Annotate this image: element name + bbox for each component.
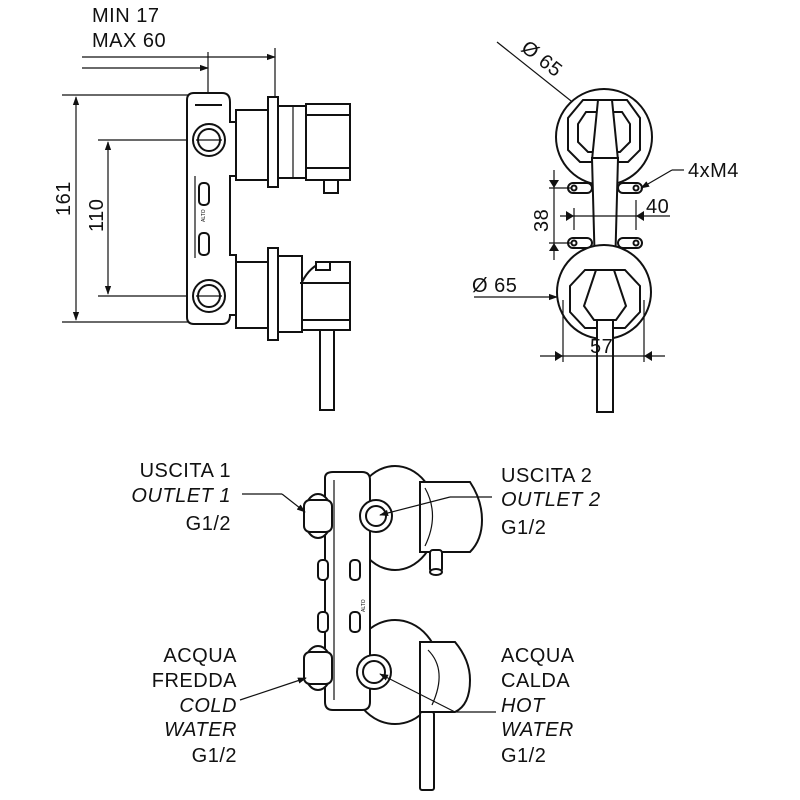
- dim-min-max-lines: [82, 48, 276, 100]
- top-plate-front: [555, 88, 653, 186]
- dim-161-text: 161: [53, 181, 75, 216]
- dim-40: 40: [560, 196, 670, 230]
- outlet1-thread: G1/2: [186, 513, 231, 535]
- perspective-view: ALTO USCITA 1 OUTLET 1 G1/2 USCITA 2 OUT…: [131, 460, 601, 791]
- hot-it2: CALDA: [501, 670, 570, 692]
- dim-110: 110: [86, 139, 200, 297]
- svg-text:ALTO: ALTO: [201, 209, 207, 222]
- cold-thread: G1/2: [192, 745, 237, 767]
- bottom-plate-front: [556, 244, 652, 413]
- outlet2-en: OUTLET 2: [501, 489, 601, 511]
- cold-en1: COLD: [179, 695, 237, 717]
- mounting-lugs: [567, 182, 643, 249]
- top-cartridge-side: [235, 96, 351, 194]
- dim-diameter-top-text: Ø 65: [517, 37, 566, 82]
- dim-diameter-bottom-text: Ø 65: [472, 275, 517, 297]
- dim-min-text: MIN 17: [92, 5, 159, 27]
- dim-38-text: 38: [531, 209, 553, 232]
- label-hot-water: ACQUA CALDA HOT WATER G1/2: [501, 645, 575, 767]
- dim-57-text: 57: [590, 336, 613, 358]
- label-outlet-1: USCITA 1 OUTLET 1 G1/2: [131, 460, 231, 535]
- hot-en2: WATER: [501, 719, 574, 741]
- outlet2-it: USCITA 2: [501, 465, 592, 487]
- cold-it1: ACQUA: [163, 645, 237, 667]
- dim-38: 38: [531, 170, 572, 260]
- dim-max-text: MAX 60: [92, 30, 166, 52]
- outlet2-thread: G1/2: [501, 517, 546, 539]
- dim-110-text: 110: [86, 199, 108, 232]
- cold-it2: FREDDA: [152, 670, 237, 692]
- hot-thread: G1/2: [501, 745, 546, 767]
- front-view: Ø 65 4x: [472, 37, 739, 413]
- hot-en1: HOT: [501, 695, 546, 717]
- side-view: MIN 17 MAX 60 161 110: [53, 5, 351, 411]
- dim-161: 161: [53, 94, 195, 323]
- hot-it1: ACQUA: [501, 645, 575, 667]
- label-cold-water: ACQUA FREDDA COLD WATER G1/2: [152, 645, 237, 767]
- bottom-cartridge-side: [235, 247, 351, 411]
- outlet1-it: USCITA 1: [140, 460, 231, 482]
- dim-screws-text: 4xM4: [688, 160, 739, 182]
- cold-en2: WATER: [164, 719, 237, 741]
- svg-text:ALTO: ALTO: [361, 599, 367, 612]
- dim-40-text: 40: [646, 196, 669, 218]
- label-outlet-2: USCITA 2 OUTLET 2 G1/2: [501, 465, 601, 539]
- valve-body-side: ALTO: [186, 92, 237, 325]
- outlet1-en: OUTLET 1: [131, 485, 231, 507]
- dim-57: 57: [540, 300, 665, 362]
